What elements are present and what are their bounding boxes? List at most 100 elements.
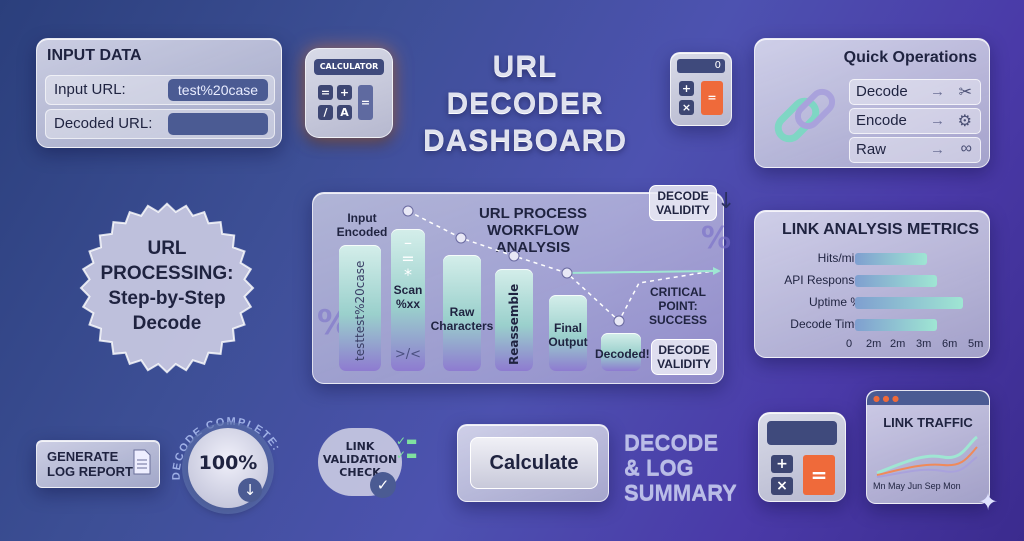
arrow-right-icon: →	[930, 141, 945, 158]
metric-label: Uptime %	[808, 295, 861, 309]
check-list-icon: ✓▬✓▬	[396, 434, 418, 462]
calculator-screen: CALCULATOR	[314, 59, 384, 75]
step-raw-label: Raw Characters	[427, 305, 497, 333]
scan-slash-icon: >/<	[394, 347, 422, 362]
decoded-url-label: Decoded URL:	[54, 115, 153, 132]
window-titlebar: ● ● ●	[867, 391, 989, 405]
metric-tick: 2m	[866, 338, 882, 350]
quick-op-decode[interactable]: Decode → ✂	[849, 79, 981, 105]
metric-label: API Response	[784, 273, 861, 287]
window-dots-icon: ● ● ●	[873, 394, 900, 403]
step-input-label-line-2: Encoded	[336, 225, 388, 239]
metric-tick: 2m	[890, 338, 906, 350]
summary-line-3: SUMMARY	[624, 480, 737, 505]
step-decoded-bar	[601, 333, 641, 371]
link-validation-text: LINK VALIDATION CHECK	[318, 440, 402, 479]
link-icon: ∞	[960, 140, 972, 157]
chain-link-icon	[774, 88, 836, 143]
generate-log-report-button[interactable]: GENERATE LOG REPORT	[36, 440, 160, 488]
percent-symbol-right: %	[701, 221, 732, 256]
step-scan-label-line-2: %xx	[395, 297, 421, 311]
critical-point-line-2: POINT:	[658, 299, 698, 313]
key-equals[interactable]: =	[318, 85, 333, 100]
link-traffic-panel: ● ● ● LINK TRAFFIC Mn May Jun Sep Mon	[866, 390, 990, 504]
decode-validity-top-line-2: VALIDITY	[656, 203, 710, 217]
traffic-axis-0: Mn	[873, 481, 886, 491]
decode-complete-dial: 100% ↓	[188, 428, 268, 508]
step-final-bar	[549, 295, 587, 371]
traffic-axis-4: Mon	[943, 481, 961, 491]
quick-op-raw[interactable]: Raw → ∞	[849, 137, 981, 163]
metric-bar	[855, 319, 937, 331]
download-arrow-icon[interactable]: ↓	[238, 478, 262, 502]
generate-log-line-1: GENERATE	[47, 449, 119, 464]
decode-complete-percent: 100%	[198, 452, 258, 474]
metric-tick: 0	[846, 338, 853, 350]
critical-point-line-1: CRITICAL	[650, 285, 706, 299]
input-url-label: Input URL:	[54, 81, 126, 98]
large-key-plus[interactable]: +	[771, 455, 793, 473]
arrow-right-icon: →	[930, 112, 945, 129]
quick-op-encode[interactable]: Encode → ⚙	[849, 108, 981, 134]
small-key-plus[interactable]: +	[679, 81, 694, 96]
input-url-field[interactable]: test%20case	[168, 79, 268, 101]
step-final-label-line-1: Final	[553, 321, 582, 335]
scalloped-badge-shape	[79, 202, 255, 374]
large-calculator[interactable]: + × =	[758, 412, 846, 502]
summary-line-2: & LOG	[624, 455, 694, 480]
key-equals-tall[interactable]: =	[358, 85, 373, 120]
quick-op-encode-label: Encode	[856, 112, 907, 129]
small-calculator-display: 0	[677, 59, 725, 73]
page-title-line-2: DECODER	[446, 87, 604, 120]
summary-line-1: DECODE	[624, 430, 719, 455]
step-input-label-line-1: Input	[347, 211, 377, 225]
badge-line-1: URL	[147, 238, 187, 259]
decode-validity-bottom: DECODE VALIDITY	[651, 339, 717, 375]
generate-log-line-2: LOG REPORT	[47, 464, 133, 479]
metric-bar	[855, 275, 937, 287]
sparkle-icon: ✦	[978, 488, 999, 516]
badge-line-4: Decode	[132, 313, 202, 334]
step-scan-label-line-1: Scan	[393, 283, 423, 297]
small-calculator[interactable]: 0 + = ×	[670, 52, 732, 126]
key-divide[interactable]: /	[318, 105, 333, 120]
step-reassemble-bar: Reassemble	[495, 269, 533, 371]
key-plus[interactable]: +	[337, 85, 352, 100]
calculate-button[interactable]: Calculate	[470, 437, 598, 489]
metric-bar	[855, 253, 927, 265]
workflow-panel: URL PROCESS WORKFLOW ANALYSIS % % Input …	[312, 185, 735, 384]
workflow-trend-line	[402, 205, 721, 327]
traffic-axis-1: May	[888, 481, 906, 491]
key-a[interactable]: A	[337, 105, 352, 120]
calculator-widget[interactable]: CALCULATOR = + / A =	[305, 48, 393, 138]
step-input-label: Input Encoded	[335, 211, 389, 239]
step-raw-label-line-1: Raw	[449, 305, 475, 319]
quick-operations-panel: Quick Operations Decode → ✂ Encode → ⚙ R…	[754, 38, 990, 168]
checkmark-icon: ✓	[370, 472, 396, 498]
link-validation-line-3: CHECK	[339, 466, 381, 479]
page-title: URL DECODER DASHBOARD	[420, 48, 630, 159]
link-validation-check[interactable]: LINK VALIDATION CHECK ✓ ✓▬✓▬	[318, 428, 417, 498]
large-key-equals[interactable]: =	[803, 455, 835, 495]
link-traffic-title: LINK TRAFFIC	[883, 415, 973, 430]
traffic-axis: Mn May Jun Sep Mon	[873, 481, 961, 491]
calculate-button-frame: Calculate	[457, 424, 609, 502]
decoded-url-field[interactable]	[168, 113, 268, 135]
link-validation-line-1: LINK	[345, 440, 375, 453]
decode-validity-top: DECODE VALIDITY	[649, 185, 717, 221]
critical-point-line-3: SUCCESS	[648, 313, 707, 327]
step-input-bar: testtest%20case	[339, 245, 381, 371]
decode-validity-top-line-1: DECODE	[657, 189, 709, 203]
small-key-multiply[interactable]: ×	[679, 100, 694, 115]
url-processing-badge: URL PROCESSING: Step-by-Step Decode	[74, 200, 260, 376]
decode-log-summary: DECODE & LOG SUMMARY	[624, 430, 737, 505]
metric-label: Decode Time	[790, 317, 861, 331]
quick-operations-title: Quick Operations	[843, 49, 977, 66]
traffic-sparkline	[876, 435, 978, 478]
badge-text: URL PROCESSING: Step-by-Step Decode	[74, 236, 260, 336]
step-final-label: Final Output	[545, 321, 591, 349]
large-key-multiply[interactable]: ×	[771, 477, 793, 495]
quick-op-decode-label: Decode	[856, 83, 908, 100]
generate-log-text: GENERATE LOG REPORT	[47, 449, 133, 479]
small-key-equals[interactable]: =	[701, 81, 723, 115]
